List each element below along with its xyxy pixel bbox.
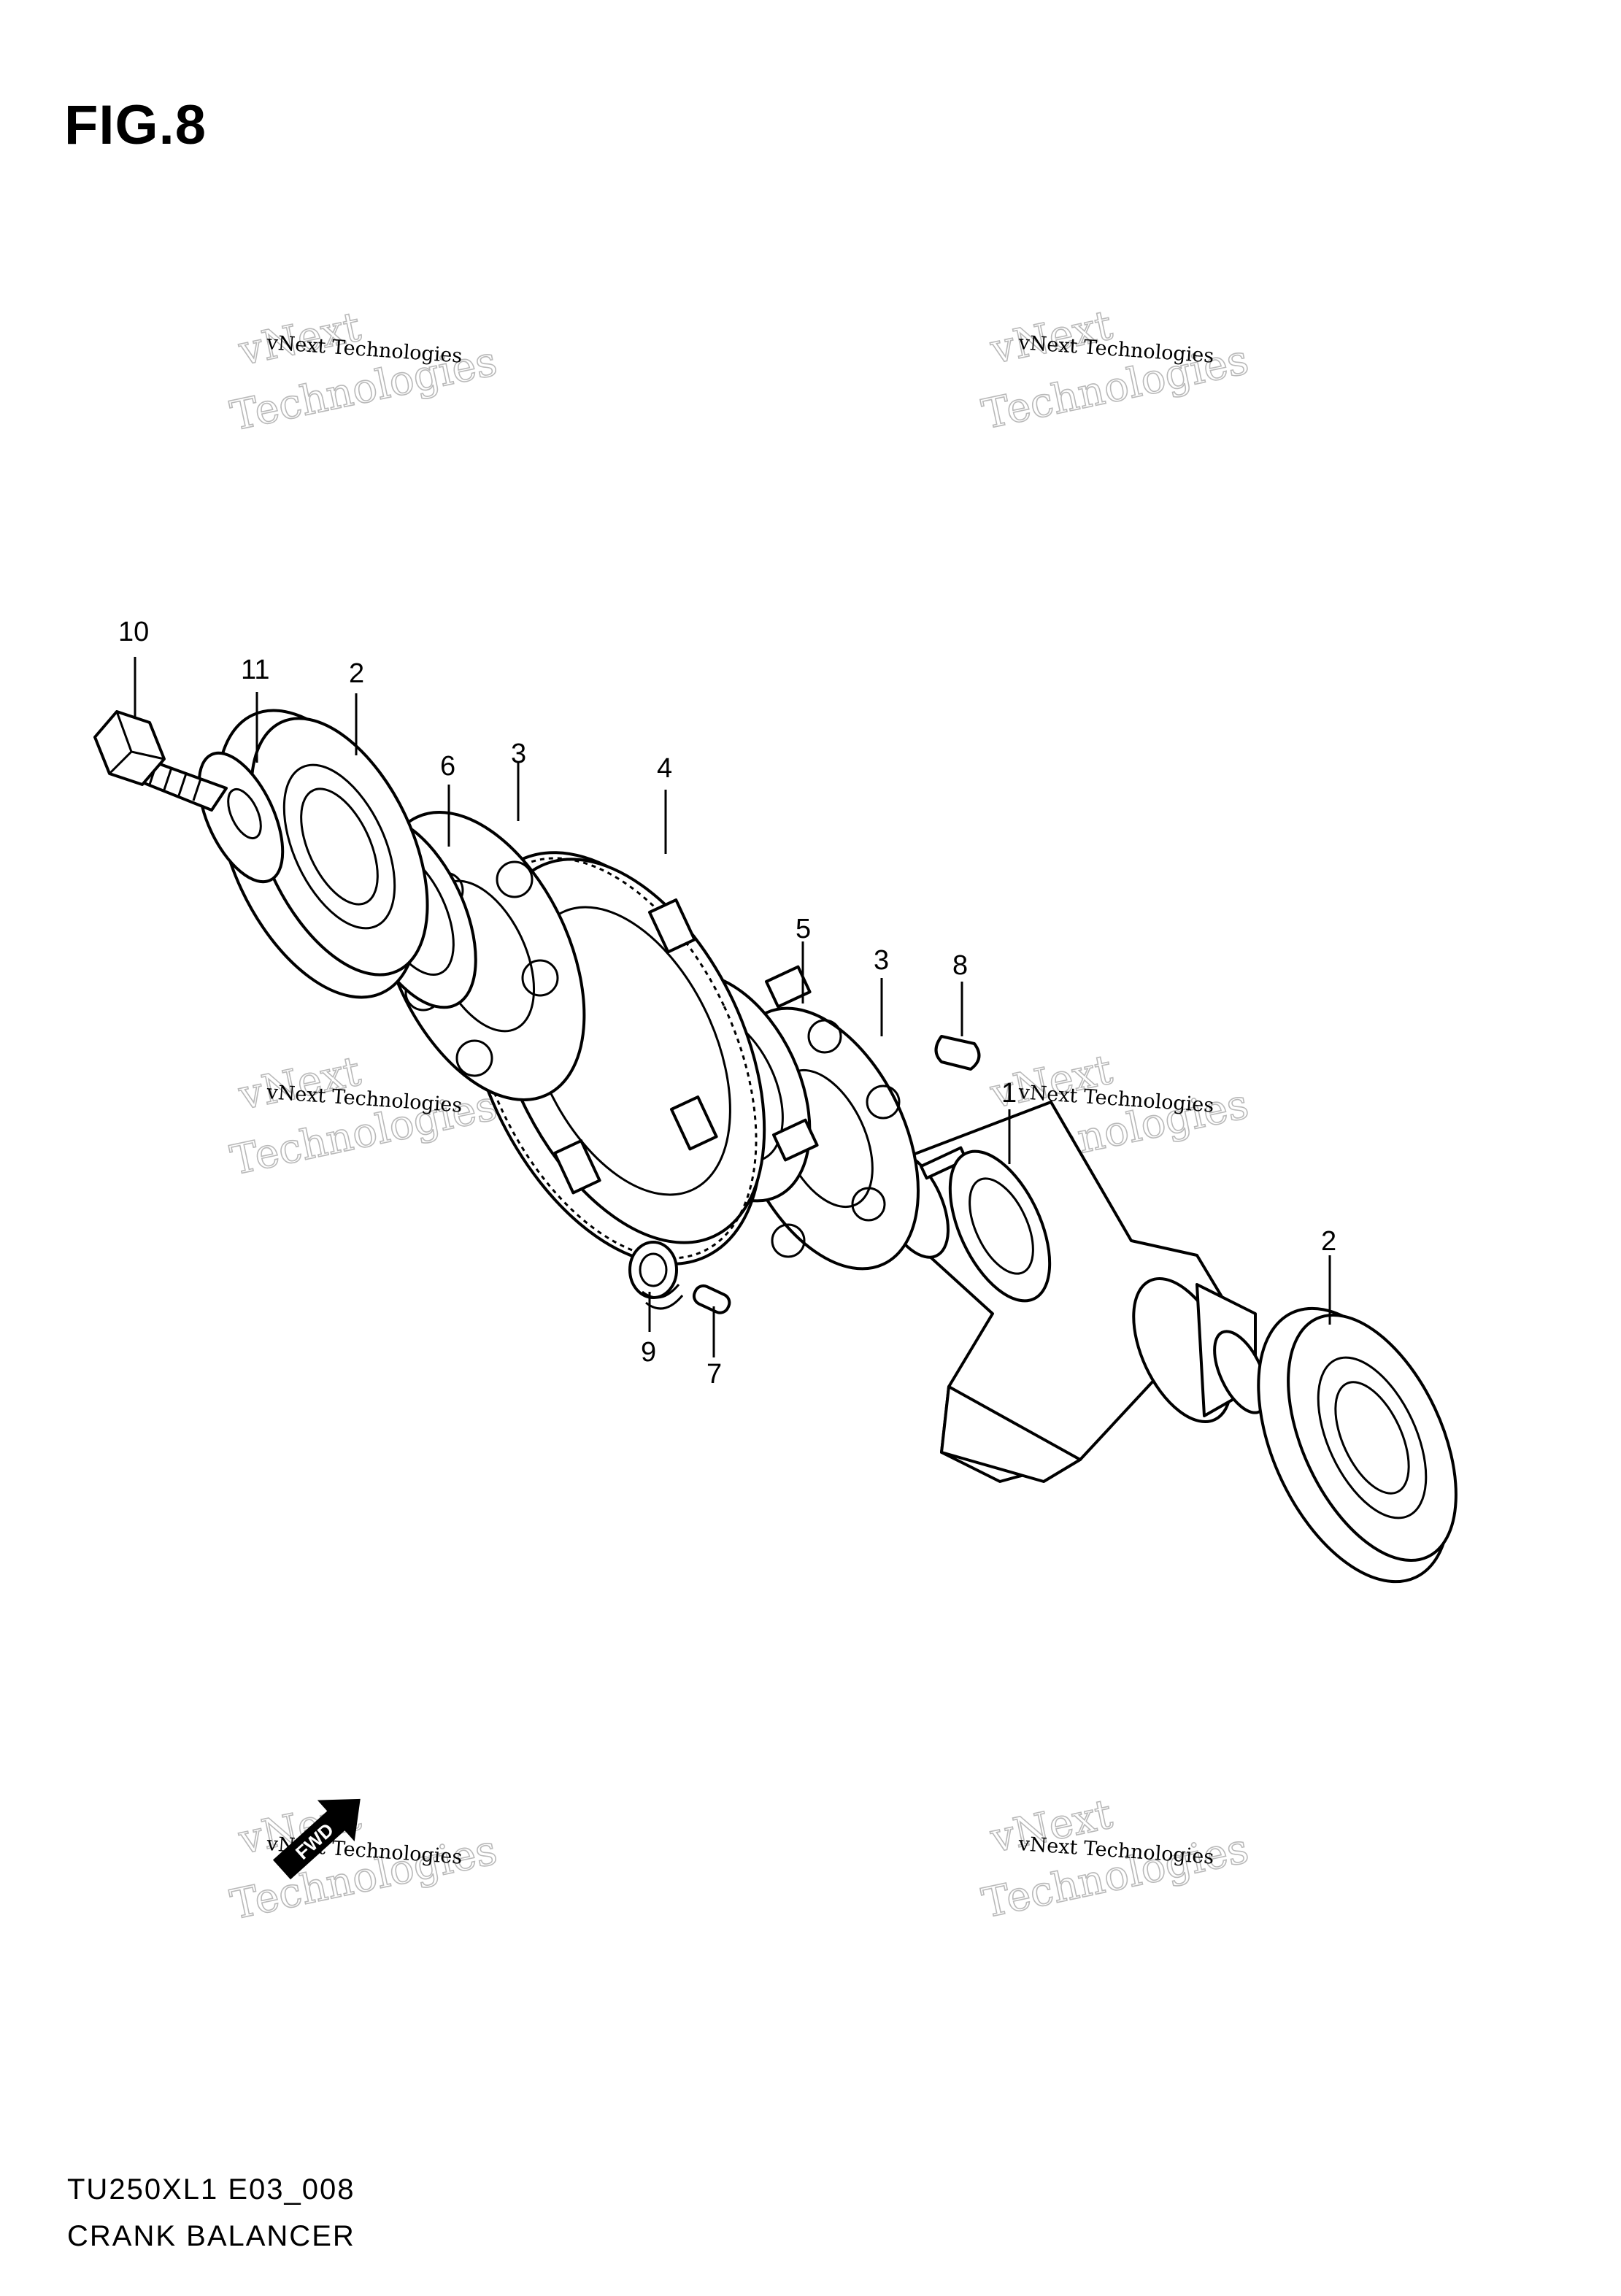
callout-1: 1 — [1001, 1078, 1017, 1109]
leader-lines — [134, 657, 1331, 1357]
figure-label: FIG.8 — [64, 94, 207, 156]
diagram-code: TU250XL1 E03_008 — [67, 2173, 355, 2206]
callout-2-right: 2 — [1321, 1226, 1336, 1257]
part-2-bearing-left — [216, 709, 429, 999]
callout-9: 9 — [641, 1337, 656, 1368]
callout-6: 6 — [440, 751, 455, 782]
callout-11: 11 — [241, 655, 269, 685]
part-2-bearing-right — [1257, 1306, 1458, 1584]
callout-10: 10 — [118, 617, 149, 647]
diagram-name: CRANK BALANCER — [67, 2220, 355, 2252]
callout-2-left: 2 — [349, 658, 364, 689]
part-9-spring — [628, 1241, 684, 1310]
callout-7: 7 — [706, 1359, 722, 1390]
callout-3-right: 3 — [874, 945, 889, 976]
part-10-bolt — [93, 710, 228, 812]
part-1-balancer-shaft — [875, 1101, 1268, 1483]
callout-3-left: 3 — [511, 739, 526, 769]
callout-5: 5 — [796, 914, 811, 944]
part-7-pin — [692, 1284, 731, 1314]
part-8-key — [934, 1035, 981, 1071]
callout-4: 4 — [657, 753, 672, 784]
callout-8: 8 — [952, 950, 968, 981]
